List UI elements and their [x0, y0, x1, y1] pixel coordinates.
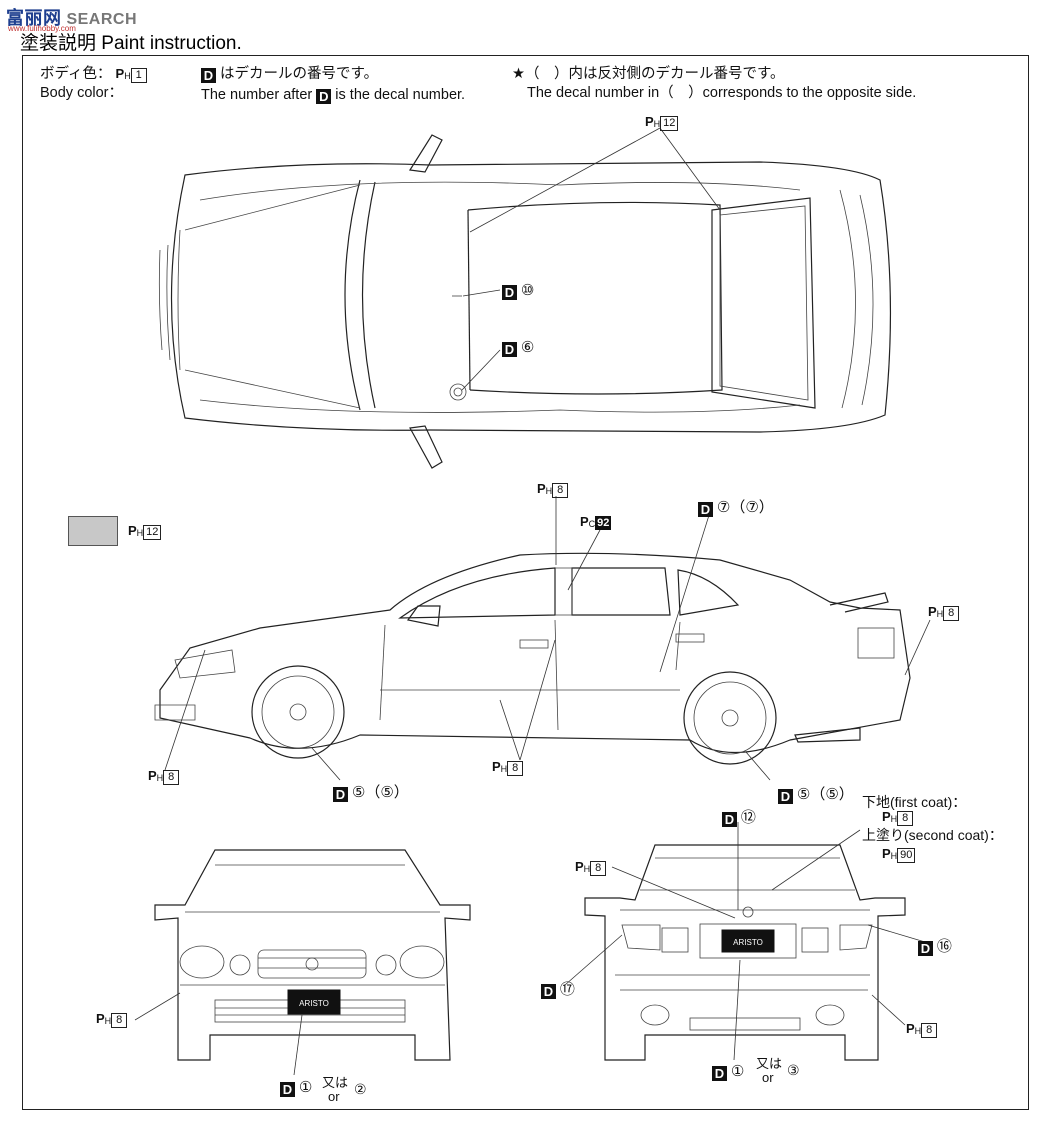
- rear-d-b: ③: [787, 1062, 800, 1078]
- front-or: or: [328, 1089, 340, 1104]
- first-coat-label: 下地(first coat)：: [862, 794, 967, 810]
- star-note-en: The decal number in（ ）corresponds to the…: [527, 85, 917, 101]
- page-title: 塗装説明 Paint instruction.: [20, 33, 242, 54]
- front-plate-text: ARISTO: [299, 999, 329, 1008]
- callout-d5-rear: D ⑤（⑤）: [778, 783, 854, 804]
- front-d-b: ②: [354, 1081, 367, 1097]
- decal-note-jp: D はデカールの番号です。: [201, 65, 378, 83]
- callout-d5-front: D ⑤（⑤）: [333, 781, 409, 802]
- star-note-jp: ★（ ）内は反対側のデカール番号です。: [512, 66, 785, 82]
- callout-front-plate: D ①: [280, 1078, 312, 1097]
- callout-d6: D ⑥: [502, 338, 534, 357]
- decal-note-en: The number after D is the decal number.: [201, 87, 466, 104]
- logo-cn: 富丽网: [6, 8, 62, 28]
- callout-d10: D ⑩: [502, 281, 534, 300]
- rear-or: or: [762, 1070, 774, 1085]
- logo-text: SEARCH: [66, 11, 138, 28]
- decal-d-icon: D: [316, 89, 332, 104]
- instruction-frame: [22, 55, 1029, 1110]
- rear-mata: 又は: [756, 1056, 783, 1071]
- front-view-car: ARISTO: [154, 849, 471, 1061]
- callout-d12: D ⑫: [722, 806, 756, 827]
- top-view-car: [158, 134, 892, 469]
- site-logo[interactable]: 富丽网 SEARCH www.fulihobby.com: [6, 4, 138, 33]
- front-mata: 又は: [322, 1075, 349, 1090]
- decal-d-icon: D: [201, 68, 216, 83]
- body-color-en: Body color：: [40, 85, 124, 101]
- callout-d16: D ⑯: [918, 935, 952, 956]
- callout-d17: D ⑰: [541, 978, 575, 999]
- logo-sub: www.fulihobby.com: [8, 24, 76, 33]
- color-swatch: [68, 516, 118, 546]
- rear-view-car: ARISTO: [584, 844, 906, 1061]
- second-coat-label: 上塗り(second coat)：: [862, 827, 1003, 843]
- rear-plate-text: ARISTO: [733, 938, 763, 947]
- callout-rear-plate: D ①: [712, 1062, 744, 1081]
- side-view-car: [154, 552, 911, 765]
- callout-d7: D ⑦（⑦）: [698, 496, 774, 517]
